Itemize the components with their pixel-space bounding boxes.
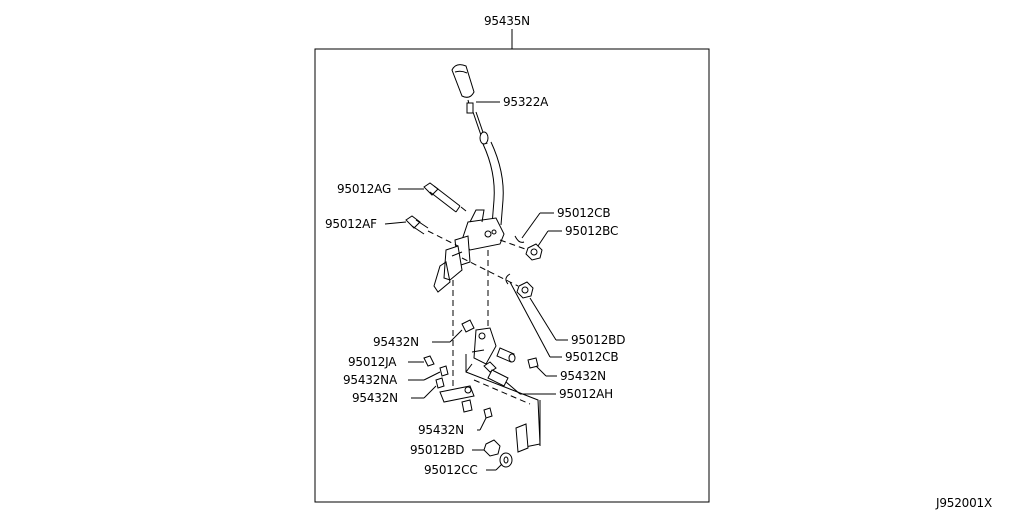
callout-95012BD-right: 95012BD (571, 333, 625, 347)
leader-95012CC-b (495, 463, 503, 471)
lower-lever (439, 385, 475, 413)
bolt-95012AH (483, 361, 509, 387)
bushing-95432N-right (527, 357, 539, 369)
diagram-code: J952001X (935, 496, 992, 510)
callout-95012CB-top: 95012CB (557, 206, 610, 220)
leader-95012AF (384, 221, 407, 225)
clip-95012CB-top (514, 235, 525, 243)
bolt-95012JA (423, 355, 435, 367)
align-line-lower (473, 379, 531, 405)
selector-lever (471, 327, 497, 365)
bolt-95012AG (423, 182, 467, 213)
axis-bc (499, 239, 529, 251)
assembly-label: 95435N (484, 14, 530, 28)
pin (496, 347, 516, 363)
callout-95012JA: 95012JA (348, 355, 397, 369)
callout-95012CC: 95012CC (424, 463, 478, 477)
lever-bracket (433, 209, 505, 293)
callout-95322A: 95322A (503, 95, 549, 109)
callout-95012CB-mid: 95012CB (565, 350, 618, 364)
leader-95432N-bottom-b (479, 417, 487, 431)
clip-95012CB-mid (505, 273, 511, 285)
callout-95432N-bottom: 95432N (418, 423, 464, 437)
callout-95012BD-bottom: 95012BD (410, 443, 464, 457)
shift-rod (466, 99, 489, 145)
bushing-95432N-bottom (483, 407, 493, 419)
leader-95012CB-top-b (521, 212, 541, 239)
bolt-95012AF (405, 215, 459, 247)
bushing-95432N-left-bottom (435, 377, 445, 389)
washer-95012CC (499, 452, 513, 468)
callout-95432N-left-bottom: 95432N (352, 391, 398, 405)
shift-lever (482, 141, 504, 226)
callout-95432N-right: 95432N (560, 369, 606, 383)
leader-95012BC-b (537, 230, 549, 247)
callout-95012AH: 95012AH (559, 387, 613, 401)
callout-95432N-left-top: 95432N (373, 335, 419, 349)
nut-95012BD-right (516, 281, 534, 299)
leader-95012CB-mid-b (509, 281, 551, 358)
leader-95432N-left-top-b (449, 329, 463, 343)
callout-95012AG: 95012AG (337, 182, 391, 196)
nut-95012BC (525, 243, 543, 261)
linkage-plate (465, 354, 541, 453)
leader-95432NA-b (423, 371, 441, 381)
leader-95432N-right-b (535, 365, 547, 377)
shift-knob (451, 64, 475, 98)
callout-95012AF: 95012AF (325, 217, 377, 231)
leader-95012AH-b (505, 381, 521, 395)
callout-95432NA: 95432NA (343, 373, 398, 387)
leader-95432N-left-bottom-b (423, 385, 437, 399)
assembly-frame (314, 48, 710, 503)
nut-95012BD-bottom (483, 439, 501, 457)
leader-95012BD-right-b (529, 297, 557, 341)
bushing-95432N-left (461, 319, 475, 333)
bushing-95432NA (439, 365, 449, 377)
callout-95012BC: 95012BC (565, 224, 618, 238)
axis-bd (461, 257, 519, 287)
